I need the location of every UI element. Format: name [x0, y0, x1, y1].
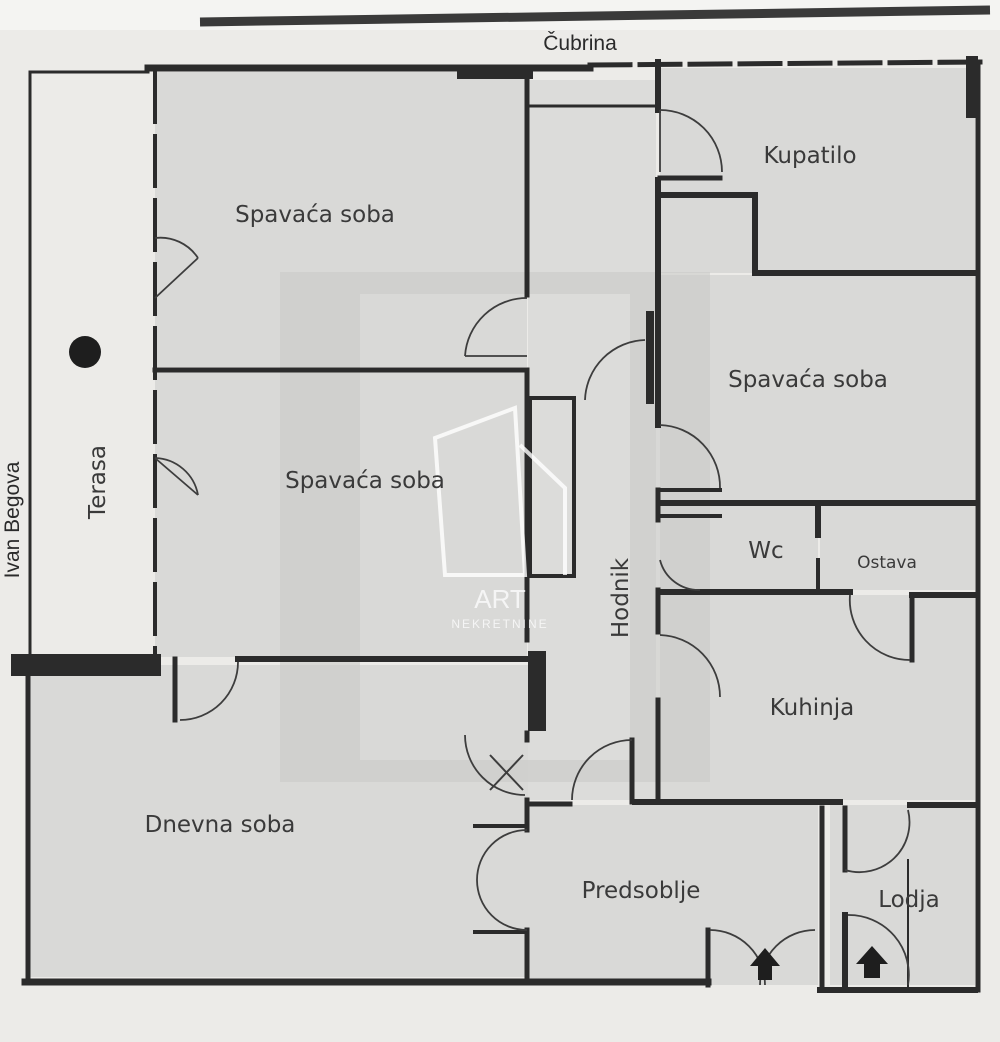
label-loggia: Lodja	[878, 887, 940, 913]
street-top: Čubrina	[543, 32, 617, 55]
column-dot	[69, 336, 101, 368]
watermark-building-icon	[432, 405, 528, 577]
walls	[11, 56, 983, 993]
watermark-logo: ART NEKRETNINE	[432, 405, 567, 631]
watermark-brand: ART	[474, 584, 526, 614]
label-bedroom-mid-left: Spavaća soba	[285, 468, 445, 494]
label-terrace: Terasa	[85, 445, 111, 520]
label-living-room: Dnevna soba	[145, 812, 296, 838]
label-hallway: Hodnik	[608, 557, 634, 638]
street-left: Ivan Begova	[1, 461, 24, 578]
floor-storage	[820, 505, 975, 590]
label-bedroom-right: Spavaća soba	[728, 367, 888, 393]
floor-bathroom	[660, 68, 975, 273]
label-entrance-hall: Predsoblje	[582, 878, 701, 904]
watermark-subtitle: NEKRETNINE	[451, 617, 548, 631]
label-storage: Ostava	[857, 553, 917, 573]
label-wc: Wc	[748, 538, 783, 564]
top-border-line	[199, 5, 991, 27]
label-bathroom: Kupatilo	[763, 143, 856, 169]
floor-living-room	[28, 665, 528, 977]
label-kitchen: Kuhinja	[770, 695, 855, 721]
x-mark	[489, 754, 524, 791]
entrance-arrow-icon	[750, 948, 780, 980]
watermark-square	[280, 272, 710, 782]
floor-areas	[28, 68, 975, 985]
floor-bedroom-right	[660, 275, 975, 500]
floor-loggia	[830, 805, 975, 985]
label-bedroom-top-left: Spavaća soba	[235, 202, 395, 228]
loggia-entrance-arrow-icon	[856, 946, 888, 978]
floor-kitchen	[660, 595, 975, 800]
